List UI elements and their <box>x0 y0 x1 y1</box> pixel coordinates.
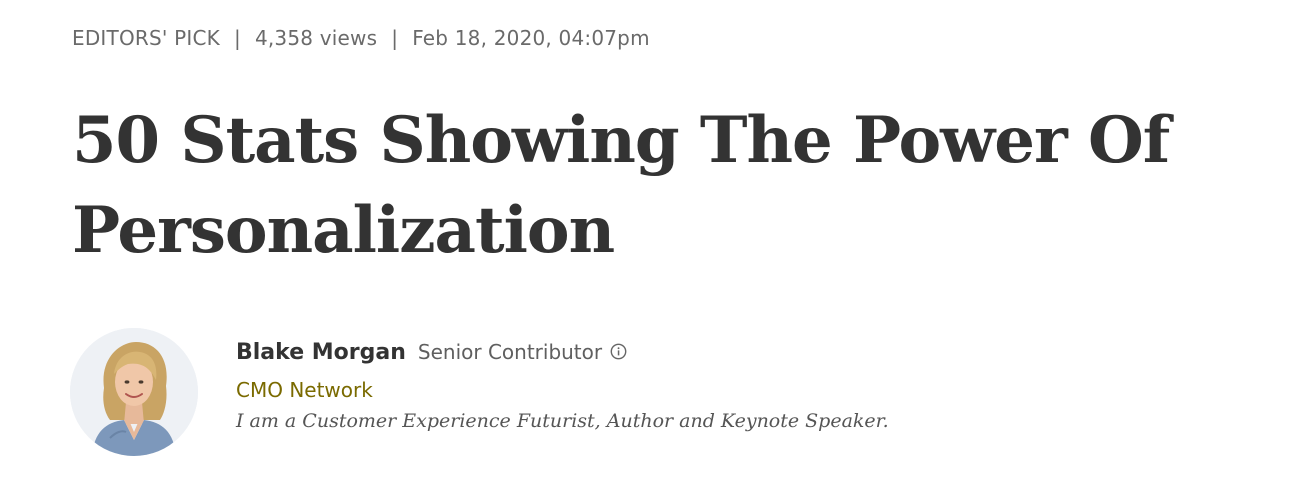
author-role: Senior Contributor <box>417 340 603 364</box>
article-headline: 50 Stats Showing The Power Of Personaliz… <box>72 103 1170 268</box>
author-info: Blake Morgan Senior Contributor CMO Netw… <box>236 340 889 432</box>
view-count: 4,358 views <box>254 26 378 50</box>
network-link[interactable]: CMO Network <box>236 378 373 402</box>
meta-separator: | <box>391 26 399 50</box>
author-photo <box>70 328 198 456</box>
info-icon[interactable] <box>610 343 627 365</box>
author-bio: I am a Customer Experience Futurist, Aut… <box>236 410 889 432</box>
category-label[interactable]: EDITORS' PICK <box>72 26 220 50</box>
article-meta: EDITORS' PICK | 4,358 views | Feb 18, 2020, … <box>72 26 650 50</box>
meta-separator: | <box>233 26 241 50</box>
publish-date: Feb 18, 2020, 04:07pm <box>412 26 650 50</box>
author-avatar[interactable] <box>70 328 198 456</box>
author-row: Blake Morgan Senior Contributor <box>236 340 889 372</box>
author-block: Blake Morgan Senior Contributor CMO Netw… <box>70 328 1220 458</box>
author-name-link[interactable]: Blake Morgan <box>236 340 406 365</box>
